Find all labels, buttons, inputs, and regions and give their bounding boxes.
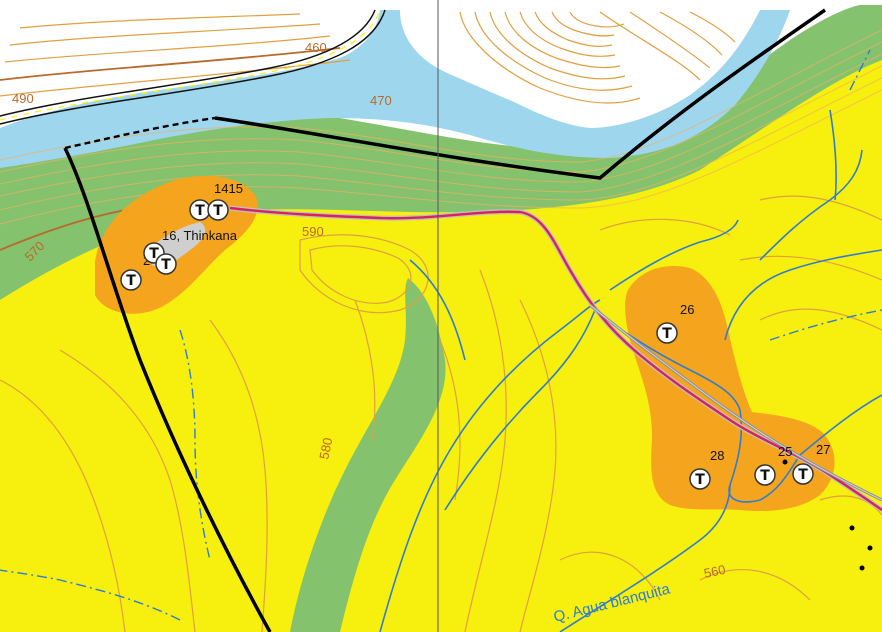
boundary-marker — [782, 459, 788, 465]
boundary-marker — [867, 545, 873, 551]
mine-label-1415: 1415 — [214, 181, 243, 196]
mine-t-icon[interactable]: T — [754, 464, 776, 486]
mine-t-icon[interactable]: T — [120, 269, 142, 291]
svg-text:T: T — [149, 246, 159, 262]
mine-t-icon[interactable]: T — [656, 322, 678, 344]
upland-contours — [0, 11, 736, 104]
svg-text:T: T — [126, 273, 136, 289]
svg-text:T: T — [695, 472, 705, 488]
upland-area — [440, 10, 760, 128]
mine-t-icon[interactable]: T — [155, 253, 177, 275]
lowland-contours — [0, 195, 882, 632]
mine-t-icon[interactable]: T — [189, 199, 211, 221]
boundary-marker — [859, 565, 865, 571]
streams — [0, 49, 882, 632]
elevation-label-590: 590 — [302, 224, 324, 239]
elevation-label-490: 490 — [12, 91, 34, 106]
elevation-label-460: 460 — [305, 40, 327, 55]
svg-text:T: T — [161, 257, 171, 273]
mine-label-27: 27 — [816, 442, 830, 457]
mine-label-16: 16, Thinkana — [162, 228, 238, 243]
mine-t-icon[interactable]: T — [207, 199, 229, 221]
svg-text:T: T — [798, 467, 808, 483]
svg-text:T: T — [760, 468, 770, 484]
upland-area-west — [0, 10, 370, 110]
elevation-label-580: 580 — [316, 436, 335, 460]
boundary-marker — [849, 525, 855, 531]
mine-t-icon[interactable]: T — [689, 468, 711, 490]
mine-label-28: 28 — [710, 448, 724, 463]
elevation-label-560: 560 — [703, 562, 727, 581]
svg-text:T: T — [195, 203, 205, 219]
svg-text:T: T — [213, 203, 223, 219]
mine-label-26: 26 — [680, 302, 694, 317]
green-valley — [290, 278, 446, 632]
concession-boundary — [0, 8, 826, 632]
mine-label-25: 25 — [778, 444, 792, 459]
road-secondary-inner — [589, 304, 882, 501]
elevation-label-470: 470 — [370, 93, 392, 108]
mine-t-icon[interactable]: T — [792, 463, 814, 485]
slope-band — [0, 5, 882, 300]
svg-text:T: T — [662, 326, 672, 342]
